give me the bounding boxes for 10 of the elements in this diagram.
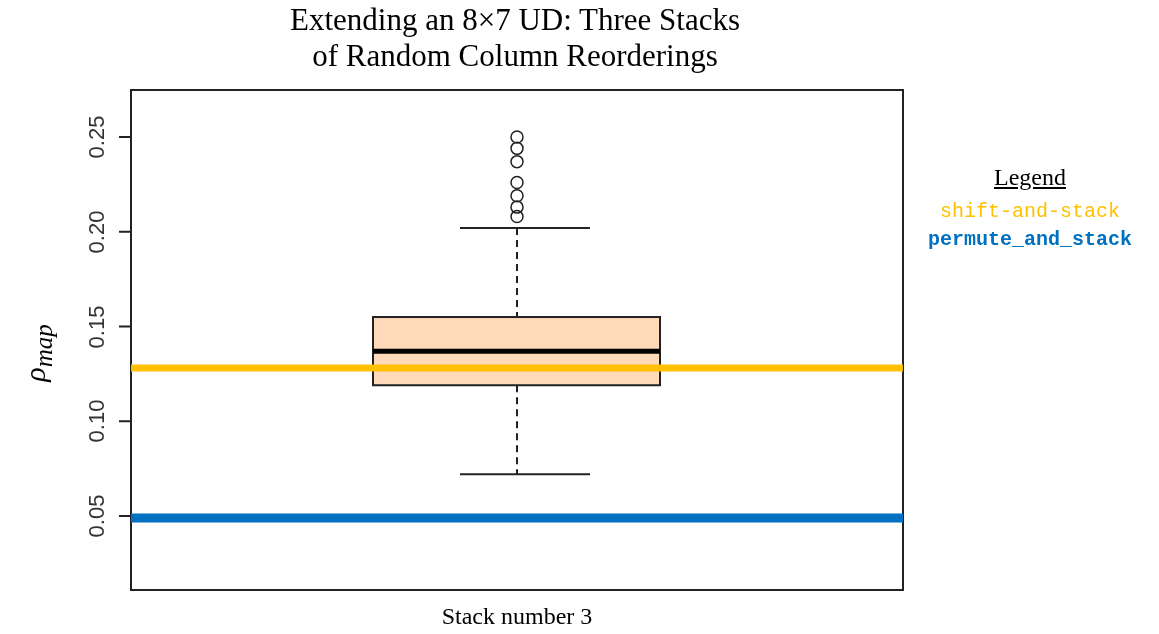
axis-title: Stack number 3: [441, 603, 593, 630]
axis-tick-label: 0.10: [84, 399, 110, 443]
chart-title: Extending an 8×7 UD: Three Stacks of Random Column Reorderings: [289, 2, 741, 74]
legend-entry: permute_and_stack: [928, 228, 1132, 251]
axis-tick-label: 0.05: [84, 494, 110, 538]
legend-title: Legend: [994, 164, 1066, 191]
axis-tick-label: 0.25: [84, 115, 110, 159]
axis-tick-label: 0.15: [84, 305, 110, 348]
axis-tick-label: 0.20: [84, 210, 110, 254]
legend-entry: shift-and-stack: [940, 200, 1120, 223]
